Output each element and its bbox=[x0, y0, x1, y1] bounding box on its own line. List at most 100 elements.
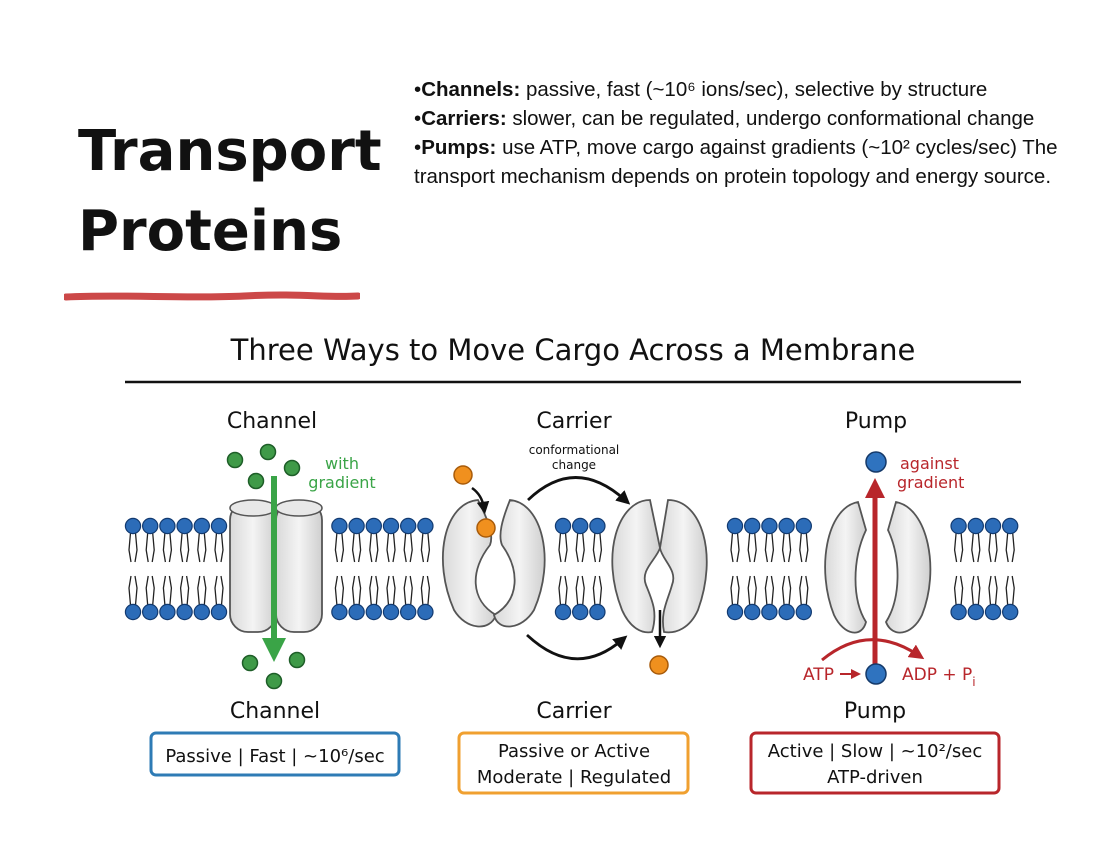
lipid bbox=[331, 517, 348, 563]
bullet-text: use ATP, move cargo against gradients (~… bbox=[414, 136, 1058, 188]
title-underline bbox=[64, 291, 360, 301]
bullet-term: Pumps: bbox=[421, 136, 497, 159]
lipid bbox=[400, 575, 417, 621]
pump-bottom-label: Pump bbox=[844, 699, 906, 724]
lipid bbox=[365, 517, 382, 563]
ion bbox=[259, 443, 277, 461]
lipid bbox=[400, 517, 417, 563]
pump-atp-label: ATP bbox=[803, 665, 834, 685]
lipid bbox=[124, 575, 142, 621]
lipid bbox=[176, 575, 193, 621]
channel-ions-bottom bbox=[241, 651, 306, 690]
carrier-top-label: Carrier bbox=[536, 409, 612, 434]
ion bbox=[247, 472, 265, 490]
adp-text: ADP + P bbox=[902, 665, 972, 685]
lipid bbox=[348, 517, 365, 563]
pump-info-box bbox=[749, 731, 1001, 795]
carrier-binding-arrow bbox=[471, 486, 490, 515]
carrier-protein-open-in bbox=[611, 499, 708, 634]
carrier-bottom-label: Carrier bbox=[536, 699, 612, 724]
pump-top-label: Pump bbox=[845, 409, 907, 434]
lipid bbox=[210, 575, 228, 621]
carrier-info-box bbox=[457, 731, 690, 795]
channel-info-text: Passive | Fast | ~10⁶/sec bbox=[165, 746, 384, 767]
lipid bbox=[589, 575, 606, 621]
lipid bbox=[193, 575, 210, 621]
ion bbox=[226, 451, 244, 469]
channel-info-box bbox=[149, 731, 401, 777]
carrier-bottom-arrow bbox=[526, 633, 628, 661]
channel-bottom-label: Channel bbox=[230, 699, 320, 724]
lipid bbox=[984, 517, 1002, 563]
lipid bbox=[984, 575, 1002, 621]
carrier-annotation-line-2: change bbox=[552, 458, 596, 472]
lipid bbox=[348, 575, 365, 621]
lipid bbox=[159, 575, 176, 621]
lipid bbox=[778, 575, 795, 621]
carrier-protein-open-out bbox=[442, 499, 546, 628]
lipid bbox=[382, 575, 400, 621]
lipid bbox=[589, 517, 606, 563]
ion bbox=[288, 651, 306, 669]
lipid bbox=[572, 575, 589, 621]
lipid bbox=[417, 517, 434, 563]
lipid bbox=[778, 517, 795, 563]
lipid bbox=[726, 517, 744, 563]
channel-protein bbox=[229, 499, 323, 633]
lipid bbox=[417, 575, 434, 621]
pump-cargo-outside bbox=[865, 451, 887, 473]
lipid bbox=[124, 517, 142, 563]
channel-top-label: Channel bbox=[227, 409, 317, 434]
bullet-text: slower, can be regulated, undergo confor… bbox=[506, 107, 1035, 130]
pump-annotation-line-1: against bbox=[900, 454, 959, 473]
lipid bbox=[950, 517, 967, 563]
lipid bbox=[141, 517, 159, 563]
pump-info-line-1: Active | Slow | ~10²/sec bbox=[768, 741, 982, 762]
pump-cargo-inside bbox=[865, 663, 887, 685]
channel-annotation-line-2: gradient bbox=[308, 473, 375, 492]
lipid bbox=[761, 517, 778, 563]
ion bbox=[241, 654, 259, 672]
pi-subscript: i bbox=[972, 675, 975, 689]
diagram-title: Three Ways to Move Cargo Across a Membra… bbox=[230, 333, 916, 367]
bullet-term: Channels: bbox=[421, 78, 521, 101]
carrier-annotation-line-1: conformational bbox=[529, 443, 620, 457]
bullet-list: •Channels: passive, fast (~10⁶ ions/sec)… bbox=[414, 75, 1074, 191]
bullet-carriers: •Carriers: slower, can be regulated, und… bbox=[414, 107, 1035, 130]
lipid bbox=[176, 517, 193, 563]
lipid bbox=[1002, 517, 1019, 563]
lipid bbox=[967, 517, 985, 563]
channel-annotation-line-1: with bbox=[325, 454, 359, 473]
carrier-info-line-1: Passive or Active bbox=[498, 741, 650, 762]
pump-annotation-line-2: gradient bbox=[897, 473, 964, 492]
lipid bbox=[193, 517, 210, 563]
ion bbox=[265, 672, 283, 690]
lipid bbox=[210, 517, 228, 563]
lipid bbox=[554, 517, 572, 563]
slide-title-line-2: Proteins bbox=[78, 199, 343, 264]
lipid bbox=[726, 575, 744, 621]
lipid bbox=[795, 575, 813, 621]
lipid bbox=[950, 575, 967, 621]
lipid bbox=[365, 575, 382, 621]
lipid bbox=[795, 517, 813, 563]
lipid bbox=[1002, 575, 1019, 621]
lipid bbox=[141, 575, 159, 621]
bullet-term: Carriers: bbox=[421, 107, 507, 130]
lipid bbox=[159, 517, 176, 563]
pump-atp-arc-arrow bbox=[821, 638, 925, 662]
lipid-bilayer bbox=[124, 517, 1019, 621]
lipid bbox=[572, 517, 589, 563]
channel-ions-top bbox=[226, 443, 301, 490]
slide-title-line-1: Transport bbox=[78, 119, 382, 184]
carrier-cargo-binding bbox=[476, 518, 496, 538]
lipid bbox=[382, 517, 400, 563]
slide-title: Transport Proteins bbox=[78, 112, 382, 272]
carrier-cargo-outside bbox=[453, 465, 473, 485]
pump-adp-label: ADP + Pi bbox=[902, 665, 976, 689]
bullet-pumps: •Pumps: use ATP, move cargo against grad… bbox=[414, 136, 1058, 188]
lipid bbox=[744, 517, 761, 563]
lipid bbox=[761, 575, 778, 621]
lipid bbox=[967, 575, 985, 621]
